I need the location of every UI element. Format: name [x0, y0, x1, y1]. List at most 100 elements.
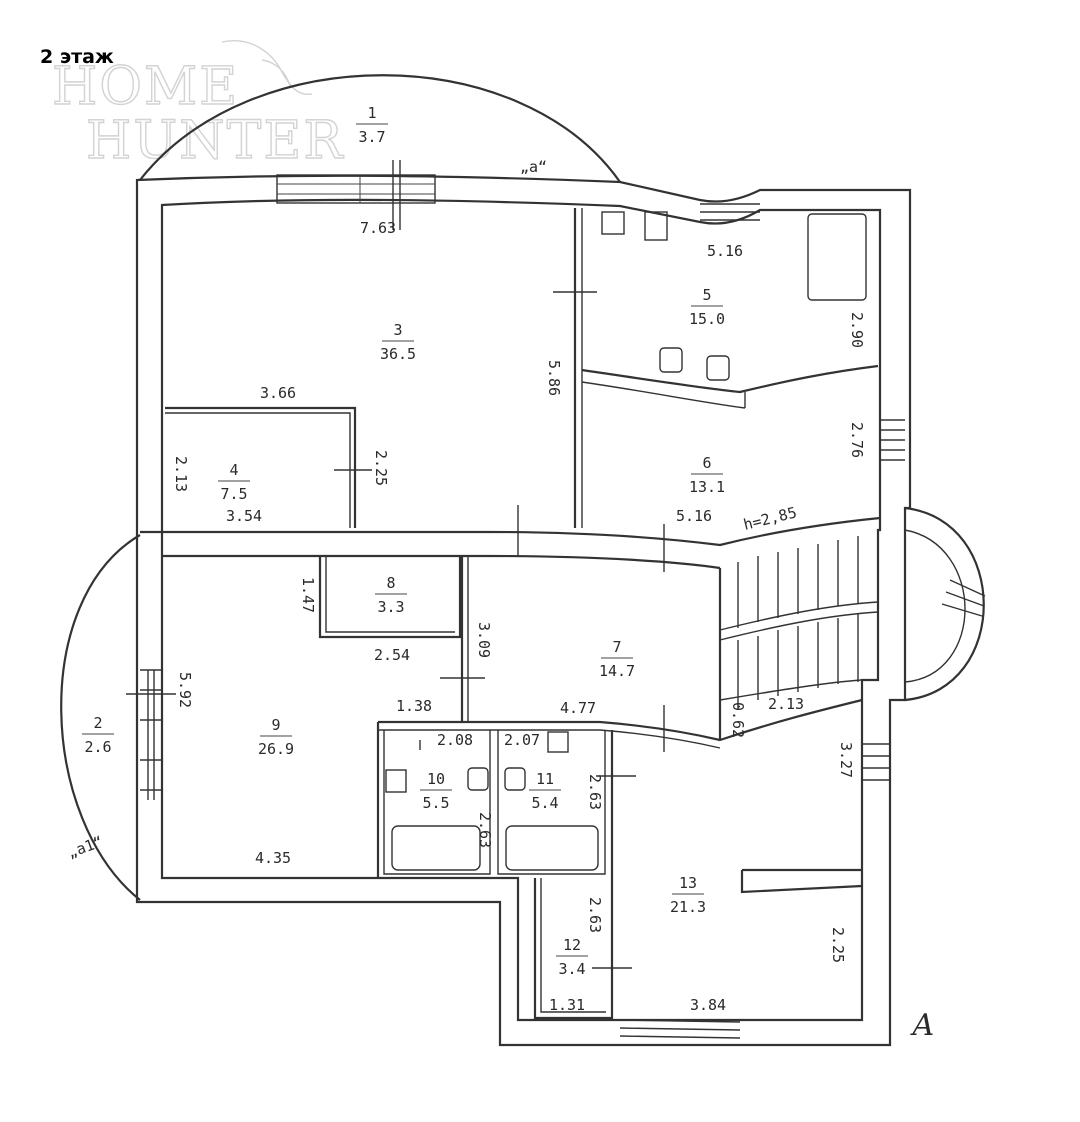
room-labels: 13.722.6336.547.5515.0613.1714.783.3926.… [82, 104, 725, 978]
balcony-marker-a1: „а1“ [65, 832, 105, 861]
balcony-marker-a: „а“ [520, 158, 547, 176]
dimension-label: 5.16 [707, 242, 743, 260]
sink-icon [547, 731, 569, 753]
dimension-label: 2.63 [476, 812, 494, 848]
sink-icon [601, 211, 625, 235]
room-area: 15.0 [689, 310, 725, 328]
corner-mark-label: А [910, 1008, 935, 1043]
wall-room-12 [533, 878, 612, 1020]
room-number: 8 [386, 574, 395, 592]
dimension-label: 2.08 [437, 731, 473, 749]
room-7: 714.7 [599, 638, 635, 680]
dimension-label: 0.62 [729, 702, 747, 738]
watermark-line-2: HUNTER [86, 111, 344, 171]
wall-lower-corridor [378, 698, 863, 742]
room-1: 13.7 [356, 104, 388, 146]
dimension-label: 2.25 [372, 450, 390, 486]
room-3: 336.5 [380, 321, 416, 363]
dimension-label: 1.38 [396, 697, 432, 715]
dimension-label: 3.66 [260, 384, 296, 402]
exterior-wall-outer [135, 174, 912, 1047]
room-area: 5.5 [422, 794, 449, 812]
balcony-2-outline [60, 534, 141, 901]
dimension-label: 2.54 [374, 646, 410, 664]
dimension-label: 3.54 [226, 507, 262, 525]
toilet-icon [504, 767, 526, 791]
room-11: 115.4 [529, 770, 561, 812]
dimension-label: 2.07 [504, 731, 540, 749]
room-number: 13 [679, 874, 697, 892]
bathtub-icon [391, 825, 481, 871]
room-number: 2 [93, 714, 102, 732]
dimension-label: 7.63 [360, 219, 396, 237]
top-windows [276, 160, 760, 230]
dimension-label: 5.92 [176, 672, 194, 708]
room-number: 3 [393, 321, 402, 339]
dimension-label: 2.63 [586, 897, 604, 933]
wall-room-8 [318, 556, 462, 639]
floor-title: 2 этаж [40, 46, 114, 68]
room-area: 13.1 [689, 478, 725, 496]
dimension-label: 2.90 [848, 312, 866, 348]
wall-5-6 [581, 364, 879, 394]
room-area: 14.7 [599, 662, 635, 680]
dimension-label: 3.27 [837, 742, 855, 778]
dimension-labels: 7.63 5.16 2.90 5.86 3.66 2.25 2.13 3.54 2.76 5.16… [172, 219, 866, 1014]
wall-room-4 [165, 406, 357, 528]
room-5: 515.0 [689, 286, 725, 328]
room-area: 21.3 [670, 898, 706, 916]
watermark-line-1: HOME [52, 57, 239, 117]
dimension-label: 2.63 [586, 774, 604, 810]
room-number: 6 [702, 454, 711, 472]
dimension-label: 3.09 [475, 622, 493, 658]
balcony-1-outline [139, 74, 621, 183]
dimension-label: 3.84 [690, 996, 726, 1014]
room-area: 26.9 [258, 740, 294, 758]
bathtub-icon [807, 213, 867, 301]
room-area: 5.4 [531, 794, 558, 812]
room-12: 123.4 [556, 936, 588, 978]
dimension-label: 1.31 [549, 996, 585, 1014]
stair-bay-outer [904, 506, 985, 702]
dimension-label: 5.86 [545, 360, 563, 396]
sink-icon [644, 211, 668, 241]
dimension-label: 2.25 [829, 927, 847, 963]
room-9: 926.9 [258, 716, 294, 758]
room-area: 3.3 [377, 598, 404, 616]
bird-icon [221, 40, 313, 96]
room-area: 2.6 [84, 738, 111, 756]
toilet-icon [467, 767, 489, 791]
stair-bay-inner [904, 529, 966, 683]
room-10: 105.5 [420, 770, 452, 812]
room-area: 7.5 [220, 485, 247, 503]
toilet-icon [659, 347, 683, 373]
room-area: 3.7 [358, 128, 385, 146]
dimension-label: 5.16 [676, 507, 712, 525]
room-number: 10 [427, 770, 445, 788]
room-13: 13 21.3 [670, 874, 706, 916]
staircase [718, 536, 986, 740]
room-4: 47.5 [218, 461, 250, 503]
wall-upper-corridor [140, 516, 881, 547]
room-2: 22.6 [82, 714, 114, 756]
bottom-window [619, 1019, 741, 1039]
room-number: 11 [536, 770, 554, 788]
room-area: 36.5 [380, 345, 416, 363]
room-6: 613.1 [689, 454, 725, 496]
watermark-logo: HOME HUNTER [51, 40, 344, 172]
wall-room-13-nook [740, 868, 863, 894]
dimension-label: 2.13 [768, 695, 804, 713]
sink-icon [385, 769, 407, 793]
room-number: 12 [563, 936, 581, 954]
dimension-label: 2.76 [848, 422, 866, 458]
room-number: 7 [612, 638, 621, 656]
room-8: 83.3 [375, 574, 407, 616]
dimension-label: 1.47 [299, 577, 317, 613]
dimension-label: 4.35 [255, 849, 291, 867]
toilet-icon [706, 355, 730, 381]
room-number: 9 [271, 716, 280, 734]
exterior-wall-inner [160, 198, 882, 1022]
room-area: 3.4 [558, 960, 585, 978]
bathtub-icon [505, 825, 599, 871]
